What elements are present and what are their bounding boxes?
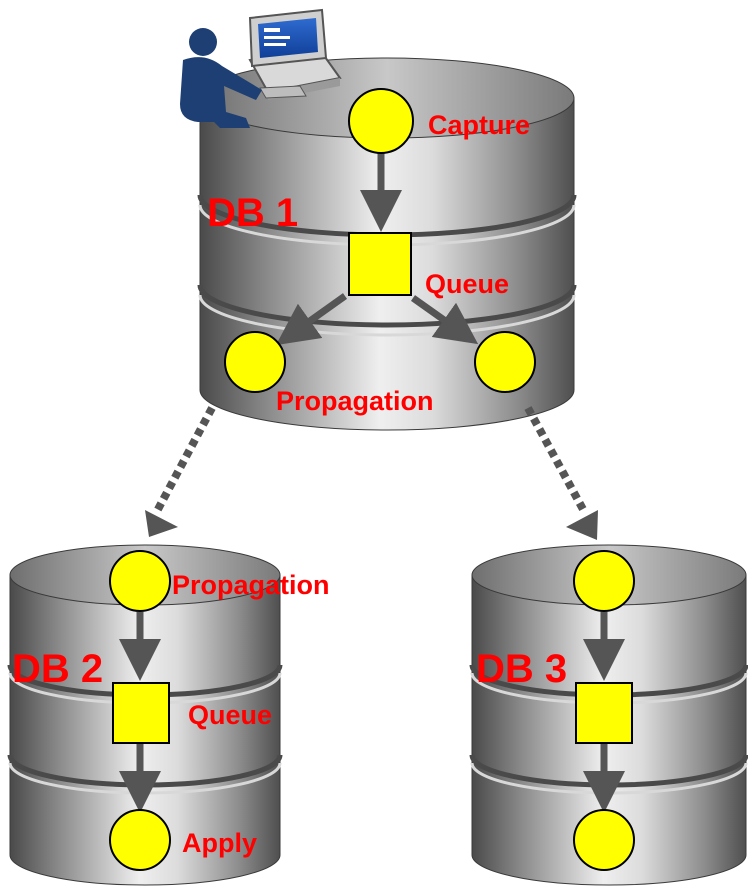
flow-db1: [224, 88, 536, 393]
propagation-label-db2: Propagation: [172, 570, 330, 600]
dotted-arrow-db1-to-db3: [524, 406, 589, 515]
flow-db2: [109, 550, 171, 871]
apply-node-db3: [573, 809, 635, 871]
propagation-label-db1: Propagation: [276, 386, 434, 416]
apply-node-db2: [109, 809, 171, 871]
apply-label-db2: Apply: [182, 828, 257, 858]
queue-label-db2: Queue: [188, 700, 272, 730]
dotted-arrow-db1-to-db2: [152, 406, 216, 515]
db1-label: DB 1: [207, 191, 298, 235]
queue-node-db3: [575, 682, 633, 744]
database-db3: DB 3: [469, 544, 748, 886]
propagation-node-db3: [573, 550, 635, 612]
database-db1: DB 1 Capture Queue Propagation: [180, 8, 577, 431]
capture-node: [348, 88, 414, 154]
queue-label-db1: Queue: [425, 269, 509, 299]
propagation-node-left: [224, 331, 286, 393]
queue-node-db2: [112, 682, 170, 744]
database-db2: DB 2 Propagation Queue Apply: [7, 544, 330, 886]
db2-label: DB 2: [12, 647, 103, 691]
arrow-queue-to-propagation-left: [275, 293, 348, 346]
propagation-links: [145, 406, 598, 540]
capture-label: Capture: [428, 110, 530, 140]
user-at-workstation-icon: [180, 8, 342, 128]
arrow-queue-to-propagation-right: [410, 295, 479, 345]
flow-db3: [573, 550, 635, 871]
queue-node: [348, 232, 412, 296]
propagation-node-db2: [109, 550, 171, 612]
db3-label: DB 3: [476, 647, 567, 691]
propagation-node-right: [474, 331, 536, 393]
